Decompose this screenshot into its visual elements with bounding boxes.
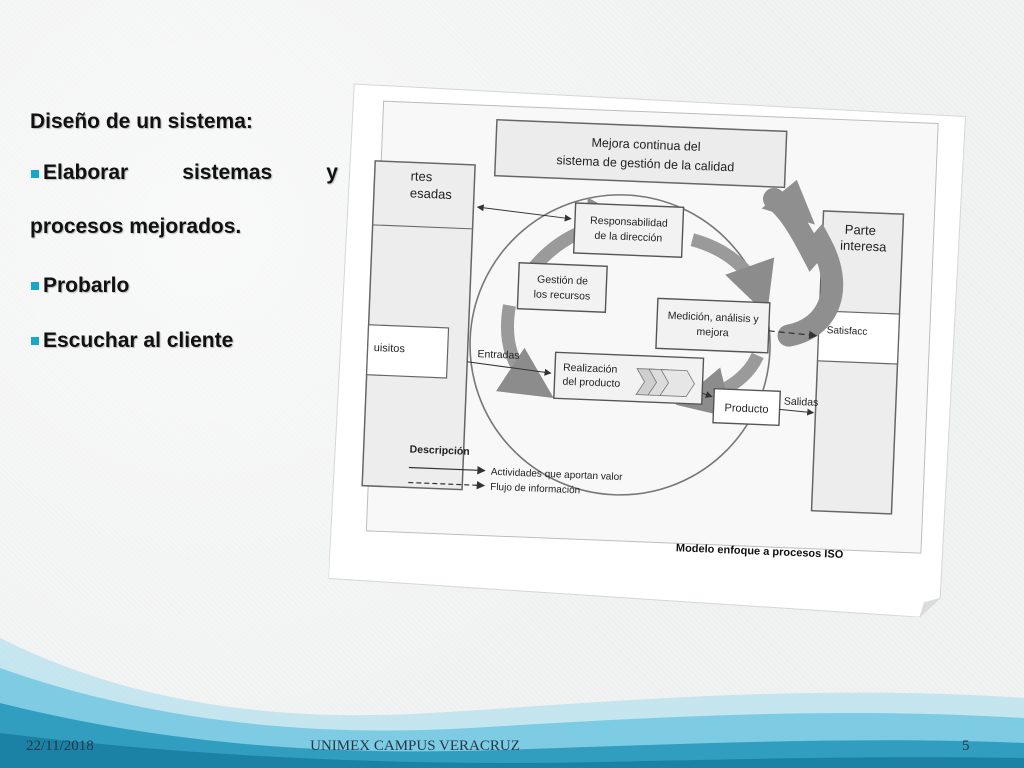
legend-solid-arrow bbox=[408, 466, 486, 475]
right-party-line2: interesa bbox=[840, 238, 888, 255]
gestion-line2: los recursos bbox=[533, 288, 590, 302]
slide-footer: 22/11/2018 UNIMEX CAMPUS VERACRUZ 5 bbox=[0, 738, 1024, 758]
slide-text-block: Diseño de un sistema: Elaborar sistemas … bbox=[30, 108, 338, 368]
iso-process-diagram: Mejora continua del sistema de gestión d… bbox=[327, 74, 968, 618]
responsabilidad-box bbox=[572, 202, 685, 259]
bullet-escuchar: Escuchar al cliente bbox=[30, 313, 338, 368]
legend-dashed-arrow bbox=[408, 481, 486, 490]
mejora-continua-box bbox=[493, 118, 788, 189]
entradas-label: Entradas bbox=[477, 348, 519, 362]
right-party-line1: Parte bbox=[845, 222, 877, 238]
legend-dashed-label: Flujo de información bbox=[490, 482, 580, 497]
bullet-word: Elaborar bbox=[43, 161, 129, 184]
medicion-box bbox=[655, 297, 771, 354]
medicion-line2: mejora bbox=[696, 326, 729, 339]
bullet-probarlo: Probarlo bbox=[30, 258, 338, 313]
wave-decoration bbox=[0, 638, 1024, 768]
diagram-svg: Mejora continua del sistema de gestión d… bbox=[327, 83, 966, 618]
producto-box bbox=[712, 387, 782, 427]
bullet-elaborar: Elaborar sistemas y bbox=[30, 146, 338, 200]
slide-heading: Diseño de un sistema: bbox=[30, 110, 253, 133]
page-number: 5 bbox=[962, 738, 970, 754]
bullet-elaborar-continuation: procesos mejorados. bbox=[30, 215, 242, 238]
requisitos-box bbox=[365, 324, 450, 379]
realizacion-line2: del producto bbox=[562, 376, 620, 390]
bullet-word: sistemas bbox=[182, 161, 273, 184]
gestion-line1: Gestión de bbox=[537, 274, 588, 288]
legend-solid-label: Actividades que aportan valor bbox=[491, 467, 624, 483]
realizacion-line1: Realización bbox=[563, 362, 618, 376]
left-party-line1: rtes bbox=[410, 168, 433, 184]
descripcion-label: Descripción bbox=[409, 444, 470, 458]
footer-organization: UNIMEX CAMPUS VERACRUZ bbox=[310, 738, 520, 754]
left-party-box bbox=[361, 160, 476, 491]
footer-date: 22/11/2018 bbox=[26, 738, 94, 754]
requisitos-label: uisitos bbox=[373, 342, 405, 355]
process-circle bbox=[469, 194, 771, 496]
gestion-box bbox=[516, 262, 608, 313]
medicion-line1: Medición, análisis y bbox=[667, 310, 759, 326]
satisfaccion-box bbox=[816, 310, 901, 365]
bullet-word: y bbox=[326, 161, 338, 184]
mejora-line1: Mejora continua del bbox=[591, 136, 701, 154]
satisfaccion-label: Satisfacc bbox=[827, 325, 868, 338]
responsabilidad-line2: de la dirección bbox=[594, 230, 662, 245]
salidas-label: Salidas bbox=[784, 396, 819, 409]
producto-label: Producto bbox=[724, 402, 768, 416]
responsabilidad-line1: Responsabilidad bbox=[590, 215, 668, 230]
left-party-line2: esadas bbox=[410, 185, 453, 202]
